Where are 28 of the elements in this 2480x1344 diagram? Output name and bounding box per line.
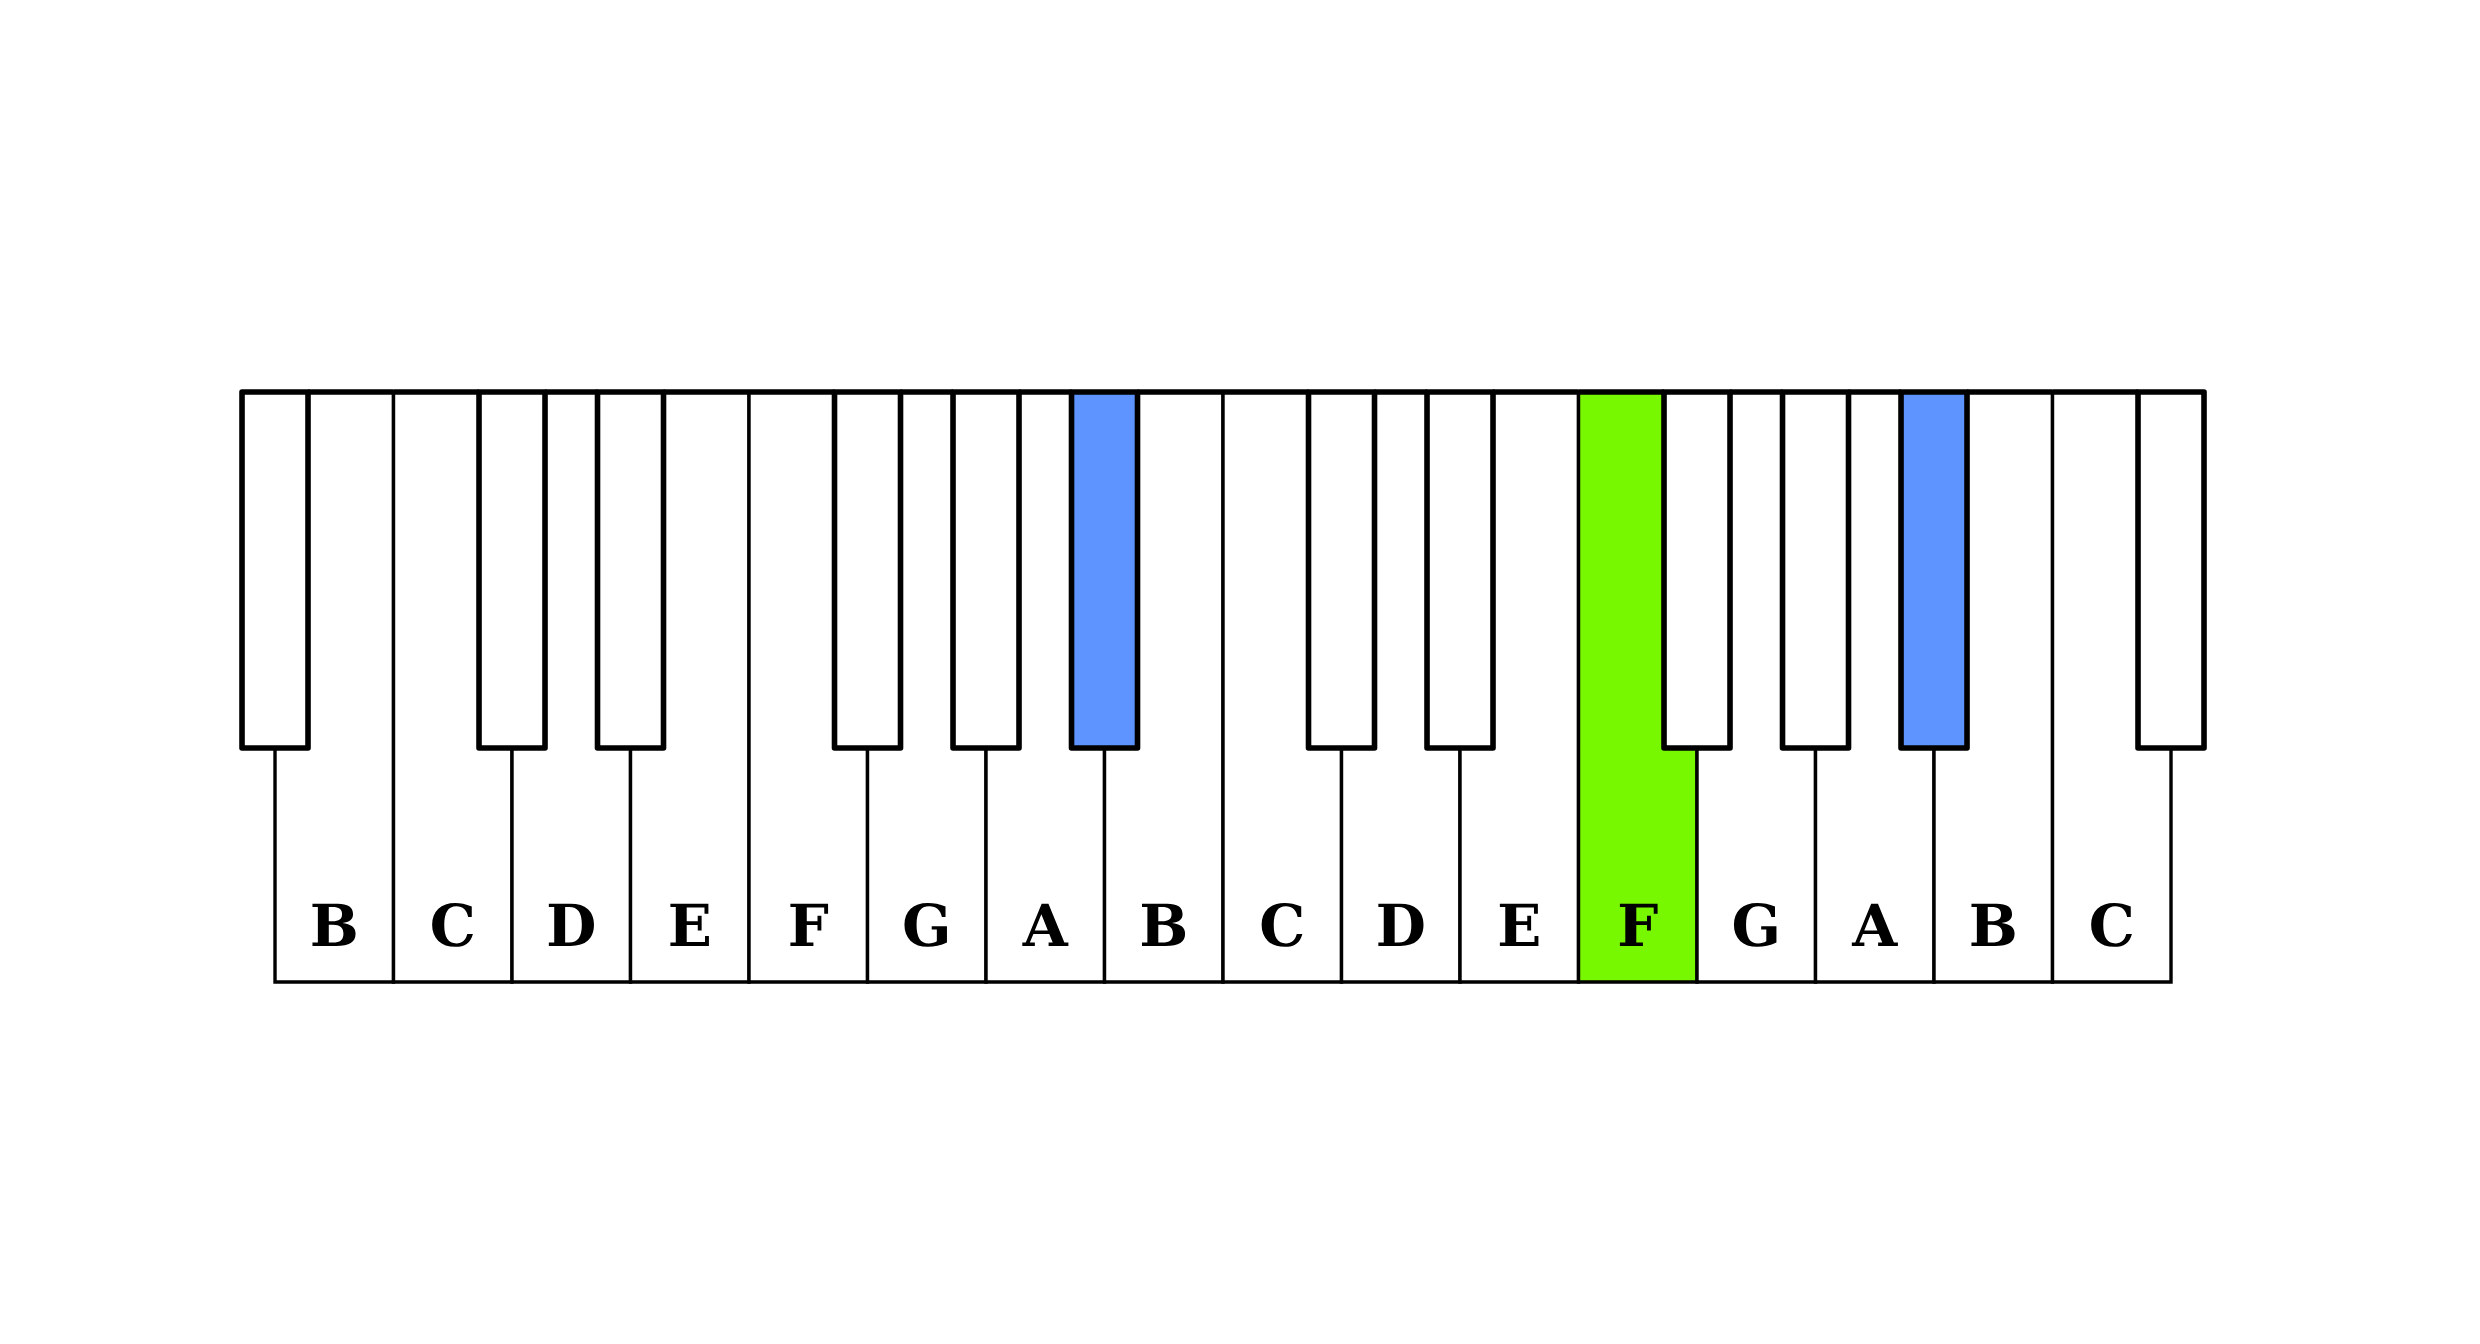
sharp-key	[2135, 389, 2207, 751]
sharp-key	[1305, 389, 1378, 751]
sharp-key	[950, 389, 1022, 751]
node-label: G	[1733, 902, 1777, 947]
sharp-key	[1424, 389, 1496, 751]
sharp-key	[594, 389, 667, 751]
piano-key: B	[273, 389, 396, 984]
sharp-key	[476, 389, 548, 751]
sharp-key	[1898, 389, 1970, 751]
node-label: D	[548, 903, 594, 946]
node-label: C	[432, 902, 473, 947]
sharp-key	[239, 389, 311, 751]
sharp-key	[1779, 389, 1852, 751]
node-label: A	[1022, 903, 1069, 946]
sharp-key	[1068, 389, 1141, 751]
node-label: F	[790, 903, 829, 946]
node-label: C	[1261, 902, 1303, 947]
sharp-key	[831, 389, 904, 751]
node-label: E	[670, 903, 709, 946]
piano-key: F	[1576, 389, 1699, 984]
node-label: G	[904, 902, 947, 947]
piano-key: B	[1102, 389, 1225, 984]
node-label: C	[2091, 902, 2132, 947]
sharp-key	[1661, 389, 1733, 751]
node-label: A	[1851, 903, 1898, 946]
piano-key: B	[1932, 389, 2055, 984]
node-label: E	[1499, 903, 1539, 946]
node-label: D	[1378, 903, 1424, 946]
